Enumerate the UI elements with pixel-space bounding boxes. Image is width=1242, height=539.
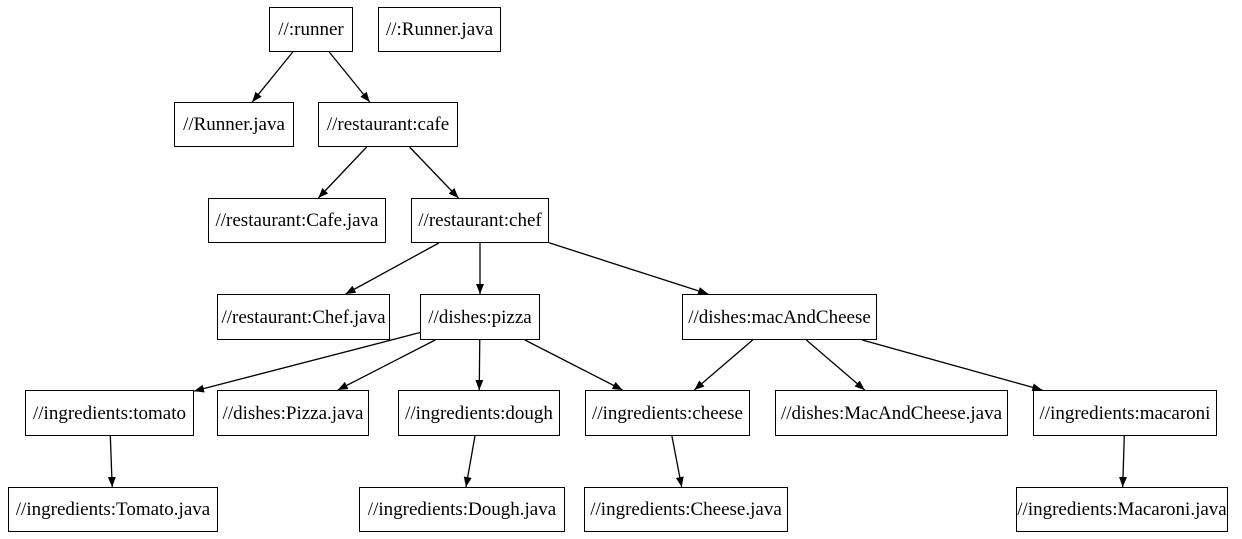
graph-node-label: //ingredients:macaroni (1039, 402, 1211, 424)
graph-node-mac-and-cheese-java: //dishes:MacAndCheese.java (775, 390, 1008, 436)
graph-node-label: //dishes:pizza (428, 306, 532, 328)
graph-node-pizza-java: //dishes:Pizza.java (217, 390, 369, 436)
graph-node-label: //ingredients:Macaroni.java (1017, 499, 1227, 520)
graph-node-label: //dishes:Pizza.java (222, 402, 364, 424)
graph-node-label: //restaurant:cafe (326, 114, 450, 135)
graph-node-chef-java: //restaurant:Chef.java (217, 294, 390, 340)
edge-macaroni-to-macaroni-java (1119, 435, 1128, 488)
graph-node-dough: //ingredients:dough (398, 390, 560, 436)
graph-node-tomato-java: //ingredients:Tomato.java (8, 487, 218, 532)
graph-node-cafe: //restaurant:cafe (318, 102, 458, 147)
graph-node-cheese-java: //ingredients:Cheese.java (584, 487, 788, 532)
graph-node-cheese: //ingredients:cheese (585, 390, 750, 436)
graph-node-label: //:runner (278, 19, 344, 40)
edge-mac-and-cheese-to-cheese (693, 339, 754, 391)
graph-node-label: //ingredients:Tomato.java (15, 499, 211, 520)
edge-pizza-to-dough (475, 339, 484, 391)
graph-node-label: //ingredients:tomato (32, 402, 187, 424)
edge-chef-to-mac-and-cheese (548, 242, 709, 295)
edge-cafe-to-cafe-java (317, 146, 368, 199)
edge-runner-to-runner-java (251, 51, 294, 103)
graph-node-label: //ingredients:Cheese.java (590, 499, 782, 520)
graph-node-label: //restaurant:Chef.java (221, 306, 386, 328)
graph-node-dough-java: //ingredients:Dough.java (359, 487, 565, 532)
graph-node-label: //dishes:MacAndCheese.java (780, 402, 1003, 424)
graph-node-label: //Runner.java (183, 114, 285, 135)
edge-mac-and-cheese-to-macaroni (862, 339, 1043, 392)
edge-runner-to-cafe (328, 51, 371, 103)
edge-cafe-to-chef (409, 146, 459, 199)
edge-mac-and-cheese-to-mac-and-cheese-java (805, 339, 866, 391)
edge-chef-to-chef-java (345, 242, 440, 295)
graph-node-macaroni: //ingredients:macaroni (1033, 390, 1217, 436)
graph-node-chef: //restaurant:chef (411, 198, 549, 243)
edge-dough-to-dough-java (463, 435, 476, 488)
edge-tomato-to-tomato-java (107, 435, 116, 488)
graph-node-cafe-java: //restaurant:Cafe.java (208, 198, 386, 243)
edge-cheese-to-cheese-java (671, 435, 684, 488)
graph-node-label: //ingredients:Dough.java (367, 499, 557, 520)
graph-node-runner-java: //Runner.java (174, 102, 294, 147)
edge-pizza-to-cheese (524, 339, 623, 391)
graph-node-label: //ingredients:dough (405, 402, 553, 424)
graph-node-mac-and-cheese: //dishes:macAndCheese (682, 294, 877, 340)
edge-pizza-to-pizza-java (337, 339, 436, 391)
graph-node-label: //:Runner.java (385, 19, 494, 40)
graph-node-label: //restaurant:Cafe.java (215, 210, 379, 231)
edge-pizza-to-tomato (193, 331, 421, 393)
graph-node-macaroni-java: //ingredients:Macaroni.java (1016, 487, 1228, 532)
graph-node-tomato: //ingredients:tomato (25, 390, 194, 436)
graph-node-runner: //:runner (269, 7, 353, 52)
graph-node-runner-java-target: //:Runner.java (378, 7, 501, 52)
graph-node-label: //dishes:macAndCheese (688, 306, 871, 328)
graph-node-label: //ingredients:cheese (592, 402, 743, 424)
graph-node-pizza: //dishes:pizza (420, 294, 540, 340)
graph-node-label: //restaurant:chef (418, 210, 542, 231)
